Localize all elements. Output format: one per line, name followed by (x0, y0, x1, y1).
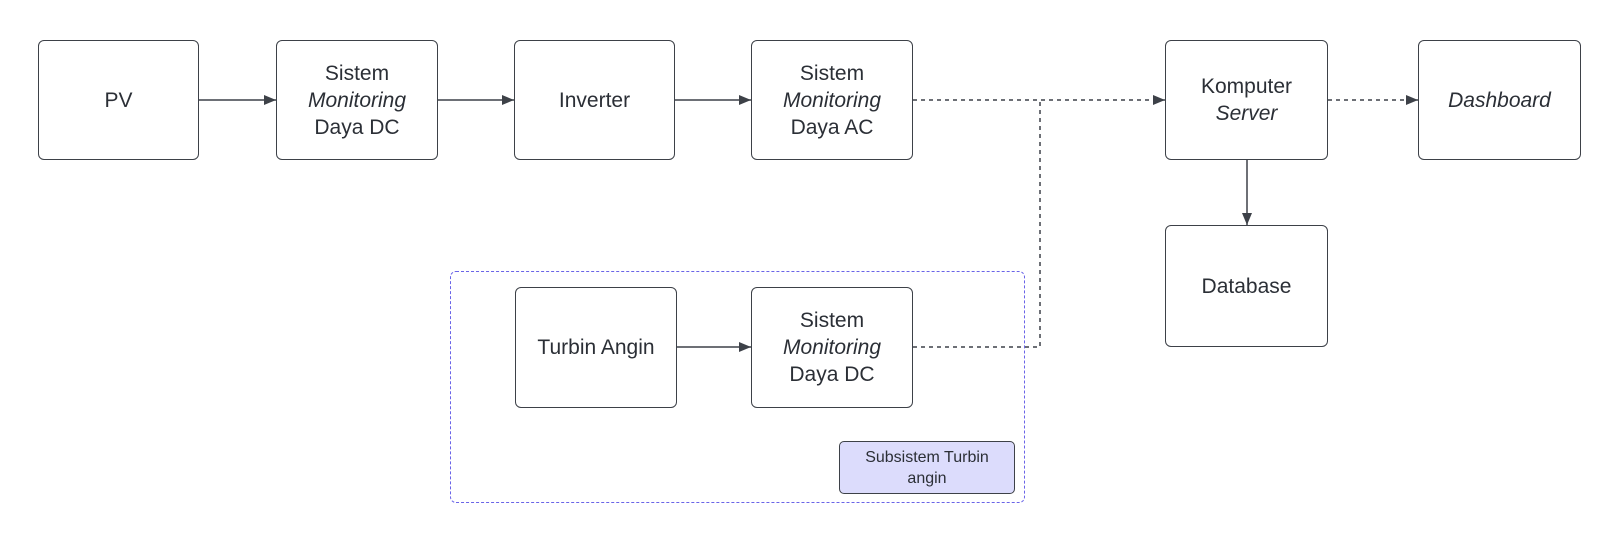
node-label-line-2: Monitoring (782, 88, 882, 112)
node-komputer-server: Komputer Server (1165, 40, 1328, 160)
node-label-line-1: Sistem (324, 61, 390, 85)
node-pv-label: PV (104, 88, 133, 112)
node-label-line-2: Server (1215, 102, 1278, 125)
node-turbin-angin: Turbin Angin (515, 287, 677, 408)
node-label-line-2: Monitoring (307, 88, 407, 112)
node-dashboard-label: Dashboard (1448, 88, 1551, 112)
node-label-line-1: Sistem (799, 61, 865, 85)
node-label-line-1: Komputer (1200, 75, 1293, 98)
node-label-line-3: Daya DC (314, 115, 400, 139)
subsystem-wind-turbine-group (450, 271, 1025, 503)
node-pv: PV (38, 40, 199, 160)
subsystem-group-label-text: Subsistem Turbin angin (865, 448, 989, 487)
node-turbin-angin-label: Turbin Angin (537, 336, 655, 359)
node-label-line-1: Sistem (799, 309, 865, 332)
node-database: Database (1165, 225, 1328, 347)
node-monitoring-ac: Sistem Monitoring Daya AC (751, 40, 913, 160)
node-inverter: Inverter (514, 40, 675, 160)
node-dashboard: Dashboard (1418, 40, 1581, 160)
node-monitoring-dc-1: Sistem Monitoring Daya DC (276, 40, 438, 160)
dashed-line-turbin-monitoring-to-server (913, 100, 1041, 348)
node-database-label: Database (1201, 274, 1292, 298)
node-label-line-3: Daya AC (790, 115, 874, 139)
node-inverter-label: Inverter (558, 88, 631, 112)
node-label-line-2: Monitoring (782, 336, 882, 359)
node-label-line-3: Daya DC (789, 363, 875, 386)
node-monitoring-dc-2: Sistem Monitoring Daya DC (751, 287, 913, 408)
subsystem-group-label: Subsistem Turbin angin (839, 441, 1015, 494)
